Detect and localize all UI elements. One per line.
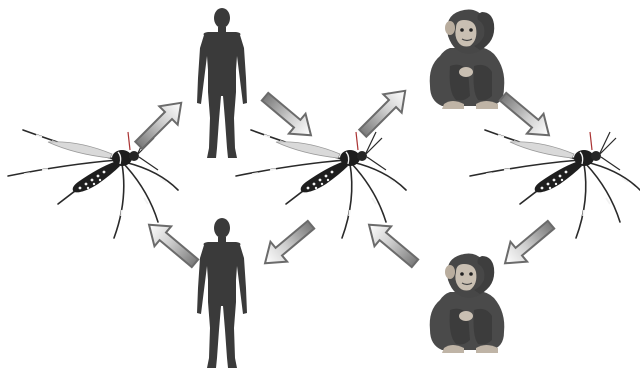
mosquito-center-figure xyxy=(236,130,406,238)
mosquito-right-figure xyxy=(470,130,640,238)
chimp-top-figure xyxy=(430,10,505,109)
human-bottom-figure xyxy=(197,218,247,368)
arrow-mosquito-center-to-human-bottom xyxy=(257,215,320,273)
arrow-chimp-bottom-to-mosquito-center xyxy=(361,215,424,273)
chimp-bottom-figure xyxy=(430,254,505,353)
mosquito-left-figure xyxy=(8,130,178,238)
human-top-figure xyxy=(197,8,247,158)
arrow-human-bottom-to-mosquito-left xyxy=(141,215,204,273)
arrow-mosquito-center-to-chimp-top xyxy=(354,82,415,143)
arrow-mosquito-left-to-human-top xyxy=(130,94,191,155)
arrow-mosquito-right-to-chimp-bottom xyxy=(497,215,560,273)
